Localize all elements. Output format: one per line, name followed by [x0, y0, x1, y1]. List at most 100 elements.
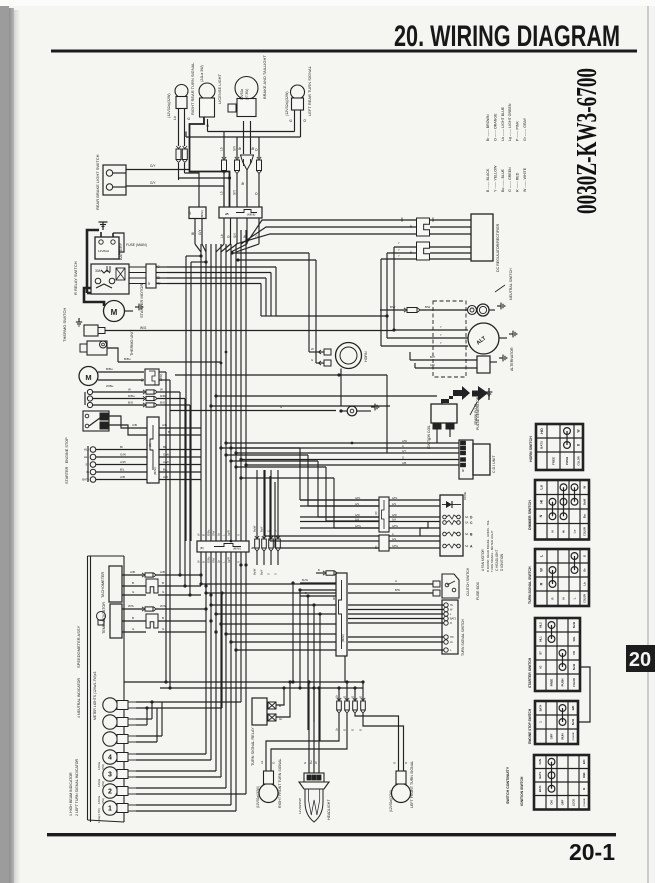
svg-text:CLUTCH SWITCH: CLUTCH SWITCH — [466, 567, 470, 596]
svg-text:COLOR: COLOR — [583, 527, 586, 536]
svg-text:IGNITION SWITCH: IGNITION SWITCH — [520, 776, 524, 806]
svg-text:FUSE (MAIN): FUSE (MAIN) — [126, 243, 147, 247]
svg-text:G: G — [162, 627, 165, 631]
svg-text:SA: SA — [465, 545, 469, 548]
svg-text:Hi: Hi — [562, 530, 566, 533]
svg-text:B: B — [132, 616, 134, 620]
svg-text:1 HIGH BEAM INDICATOR: 1 HIGH BEAM INDICATOR — [69, 772, 73, 816]
svg-text:Bl: Bl — [191, 232, 195, 235]
svg-text:COLOR: COLOR — [576, 456, 580, 465]
svg-text:2: 2 — [108, 789, 112, 796]
svg-text:B: B — [162, 616, 164, 620]
svg-text:G: G — [343, 696, 347, 698]
svg-text:G/Bu: G/Bu — [207, 556, 211, 563]
svg-text:G: G — [402, 455, 404, 459]
svg-text:G ------ GREEN: G ------ GREEN — [508, 167, 512, 192]
svg-text:THERMO UNIT: THERMO UNIT — [130, 329, 134, 356]
svg-text:(27.3W): (27.3W) — [245, 89, 249, 100]
svg-text:9P: 9P — [461, 468, 465, 472]
svg-text:HL2: HL2 — [539, 622, 543, 628]
svg-text:FREE: FREE — [552, 457, 556, 465]
svg-text:D IGNITION: D IGNITION — [500, 553, 504, 571]
svg-text:12V3a: 12V3a — [97, 761, 101, 770]
svg-text:W/S: W/S — [160, 604, 166, 608]
svg-text:G/Bu: G/Bu — [207, 529, 211, 536]
svg-text:G: G — [393, 761, 397, 764]
svg-text:LEFT REAR TURN SIGNAL: LEFT REAR TURN SIGNAL — [307, 65, 312, 116]
svg-text:(MINI): (MINI) — [341, 634, 345, 642]
svg-text:PUSH: PUSH — [561, 679, 565, 687]
svg-text:R/Bl: R/Bl — [432, 217, 435, 222]
svg-text:B/R: B/R — [571, 706, 575, 711]
svg-text:S: S — [237, 561, 241, 563]
svg-text:d5: d5 — [225, 212, 229, 216]
svg-text:G/W: G/W — [430, 364, 436, 367]
svg-text:Gr ------ GRAY: Gr ------ GRAY — [523, 117, 527, 141]
svg-text:Y: Y — [398, 241, 400, 245]
svg-text:LEFT FRONT TURN SIGNAL: LEFT FRONT TURN SIGNAL — [410, 761, 414, 808]
svg-text:B: B — [318, 569, 320, 572]
svg-text:(12V32a)(32W): (12V32a)(32W) — [285, 91, 289, 116]
svg-text:P ------ PINK: P ------ PINK — [516, 120, 520, 141]
svg-text:R: R — [551, 597, 555, 600]
svg-text:BRAKE AND TAILLIGHT: BRAKE AND TAILLIGHT — [262, 55, 267, 99]
svg-text:A/P1: A/P1 — [355, 497, 361, 500]
svg-text:Bu/W: Bu/W — [253, 525, 257, 532]
svg-text:FREE: FREE — [550, 679, 554, 687]
svg-text:W: W — [577, 429, 581, 432]
svg-text:Bu/W: Bu/W — [573, 663, 576, 670]
svg-text:Br: Br — [251, 146, 255, 150]
svg-text:(3W): (3W) — [101, 764, 105, 770]
svg-text:G/Y: G/Y — [198, 229, 202, 235]
svg-text:R/Bl: R/Bl — [401, 217, 404, 222]
svg-text:STARTER · ENGINE STOP: STARTER · ENGINE STOP — [65, 437, 69, 484]
svg-text:HO: HO — [540, 428, 544, 434]
svg-text:Bu/W: Bu/W — [253, 568, 257, 575]
svg-text:A: A — [392, 533, 394, 536]
svg-text:20. WIRING DIAGRAM: 20. WIRING DIAGRAM — [394, 20, 620, 53]
svg-text:SA: SA — [465, 522, 469, 525]
svg-text:DIODE: DIODE — [463, 492, 467, 500]
svg-text:dB: dB — [251, 546, 255, 550]
svg-text:A/G: A/G — [392, 538, 396, 541]
svg-text:B ------ BLACK: B ------ BLACK — [486, 168, 490, 192]
svg-text:Lo: Lo — [573, 530, 577, 534]
svg-text:(B): (B) — [375, 546, 378, 550]
svg-text:ON: ON — [550, 800, 554, 804]
svg-text:O: O — [359, 728, 363, 731]
svg-text:W/G: W/G — [140, 326, 147, 330]
svg-text:SWITCH CONTINUITY: SWITCH CONTINUITY — [506, 766, 510, 804]
svg-text:S/Y: S/Y — [233, 145, 237, 151]
svg-text:Br ------ BROWN: Br ------ BROWN — [486, 114, 490, 141]
svg-text:A FAN MOTOR: A FAN MOTOR — [481, 549, 485, 571]
svg-text:R ------ RED: R ------ RED — [516, 172, 520, 192]
svg-text:B/Bu: B/Bu — [106, 367, 113, 371]
svg-text:RIGHT REAR TURN SIGNAL: RIGHT REAR TURN SIGNAL — [190, 62, 195, 115]
svg-text:HL1: HL1 — [84, 455, 90, 459]
svg-text:A/P1: A/P1 — [392, 497, 398, 500]
svg-text:Bu: Bu — [309, 760, 313, 764]
svg-text:COLOR: COLOR — [573, 732, 575, 740]
svg-text:R: R — [582, 788, 586, 790]
svg-text:TURN SIGNAL SWITCH: TURN SIGNAL SWITCH — [528, 566, 532, 604]
svg-text:Y: Y — [440, 333, 442, 337]
svg-text:G: G — [395, 579, 397, 583]
svg-text:0030Z-KW3-6700: 0030Z-KW3-6700 — [572, 68, 603, 214]
svg-text:RUN: RUN — [561, 733, 565, 739]
svg-text:Br: Br — [241, 181, 245, 185]
svg-text:A/W: A/W — [392, 514, 397, 517]
svg-text:A/S: A/S — [392, 503, 396, 506]
svg-text:TEMP INDICATOR: TEMP INDICATOR — [102, 602, 106, 634]
svg-text:2 LEFT TURN SIGNAL INDICATOR: 2 LEFT TURN SIGNAL INDICATOR — [75, 758, 79, 816]
svg-text:4: 4 — [108, 755, 112, 762]
svg-text:Y/R: Y/R — [573, 651, 576, 655]
svg-text:BAT3: BAT3 — [450, 618, 457, 621]
svg-text:A/B: A/B — [132, 423, 137, 427]
svg-text:A/W: A/W — [402, 439, 407, 443]
svg-text:1: 1 — [539, 721, 543, 723]
svg-text:C.D.I UNIT: C.D.I UNIT — [492, 455, 496, 473]
svg-text:Lb: Lb — [583, 582, 587, 586]
svg-text:A/B: A/B — [160, 570, 165, 574]
svg-text:G/W: G/W — [163, 453, 169, 457]
svg-text:R: R — [450, 622, 452, 625]
